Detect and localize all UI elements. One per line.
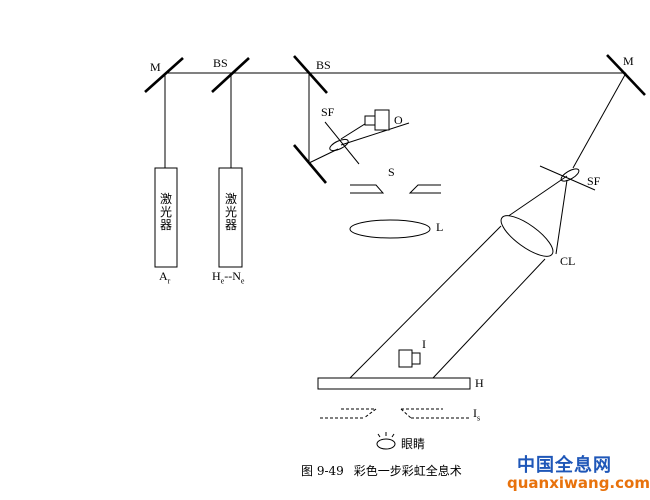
laser-right-name-sub2: e (240, 276, 245, 286)
beam-splitter-first (211, 57, 250, 93)
label-image-is: Is (473, 407, 480, 422)
object-lens (364, 115, 376, 126)
label-slit: S (388, 165, 395, 179)
label-bs-first: BS (213, 56, 228, 70)
slit-right-blade (408, 184, 441, 194)
label-mirror-right: M (623, 54, 634, 68)
label-eye: 眼睛 (401, 437, 426, 451)
object-body (374, 109, 390, 131)
laser-right-name-part1: H (212, 269, 221, 283)
label-object: O (394, 113, 403, 127)
beam-right-mirror-to-sf (572, 72, 627, 169)
laser-left-text: 激光器 (160, 192, 173, 232)
reference-beam-right-edge (432, 258, 546, 379)
eye-icon (376, 438, 396, 450)
label-cylindrical-lens: CL (560, 254, 576, 268)
beam-splitter-second (293, 55, 328, 94)
laser-left (154, 167, 178, 268)
laser-right-name-sub1: e (220, 276, 225, 286)
label-sf-right: SF (587, 174, 601, 188)
eye-lash-1 (377, 433, 381, 438)
label-mirror-left: M (150, 60, 161, 74)
sf-upper-lens (329, 138, 349, 152)
laser-right-text: 激光器 (225, 192, 238, 232)
laser-left-name-sub: r (167, 276, 171, 286)
sf-upper-pinhole-plate (324, 121, 360, 165)
object-beam-ray-lower (340, 122, 410, 146)
cone-ray-top (506, 175, 568, 218)
label-source-i: I (422, 337, 426, 351)
source-i-cap (411, 352, 421, 365)
beam-lower-mirror-to-sf (308, 148, 339, 164)
laser-left-name-main: A (159, 269, 168, 283)
laser-right (218, 167, 243, 268)
reference-beam-left-edge (349, 225, 502, 379)
label-laser-right: He--Ne (212, 270, 244, 285)
figure-caption: 图 9-49 彩色一步彩虹全息术 (301, 462, 462, 479)
sf-right-pinhole-plate (539, 165, 596, 191)
source-i-body (398, 349, 413, 368)
watermark-site-name: 中国全息网 (517, 455, 612, 476)
object-beam-ray-upper (340, 121, 369, 140)
label-image-is-main: I (473, 406, 477, 420)
hologram-plate (317, 377, 471, 390)
cone-ray-bottom (555, 179, 568, 255)
mirror-lower (293, 144, 327, 184)
label-bs-second: BS (316, 58, 331, 72)
figure-title: 彩色一步彩虹全息术 (353, 464, 462, 478)
is-right-slant (400, 408, 412, 419)
cylindrical-lens (500, 215, 554, 257)
laser-right-name-part2: --N (224, 269, 241, 283)
mirror-right (606, 54, 646, 96)
figure-number: 图 9-49 (301, 464, 344, 478)
label-image-is-sub: s (477, 413, 481, 423)
sf-right-lens (560, 168, 580, 182)
label-laser-left: Ar (159, 270, 170, 285)
label-hologram: H (475, 376, 484, 390)
lens-l (349, 219, 431, 239)
slit-left-blade (350, 184, 385, 194)
watermark-site-url: quanxiwang.com (507, 474, 650, 492)
mirror-left (144, 57, 184, 93)
label-sf-upper: SF (321, 105, 335, 119)
eye-lash-3 (391, 433, 395, 438)
is-left-slant (363, 408, 377, 419)
label-lens: L (436, 220, 444, 234)
